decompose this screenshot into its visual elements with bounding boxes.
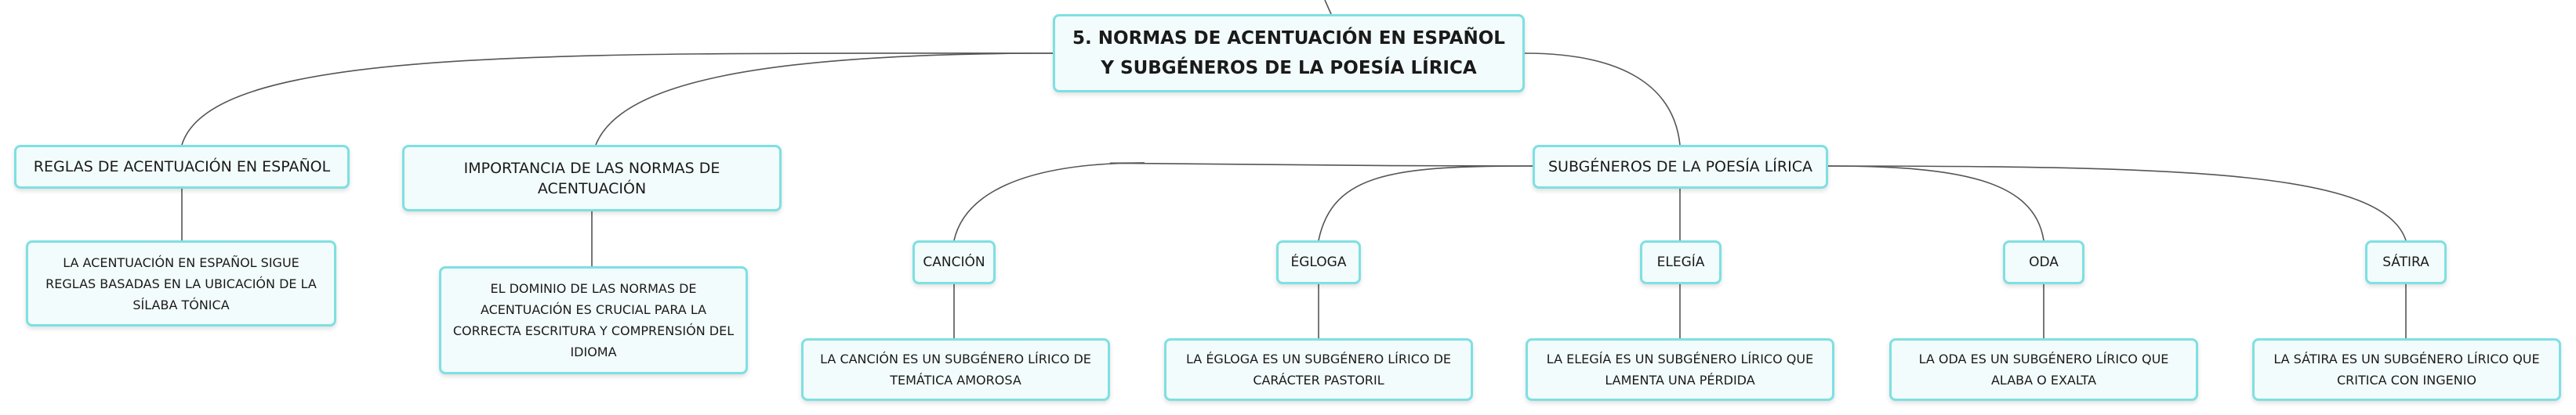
note-text: LA CANCIÓN ES UN SUBGÉNERO LÍRICO DE TEM… (820, 352, 1091, 388)
subtopic-label: CANCIÓN (923, 254, 985, 270)
subtopic-oda[interactable]: ODA (2003, 240, 2084, 284)
connector-root-reglas (181, 52, 1054, 146)
note-reglas-acentuacion[interactable]: LA ACENTUACIÓN EN ESPAÑOL SIGUE REGLAS B… (26, 240, 336, 327)
topic-label: SUBGÉNEROS DE LA POESÍA LÍRICA (1548, 158, 1812, 175)
subtopic-label: ODA (2029, 254, 2059, 270)
topic-label: IMPORTANCIA DE LAS NORMAS DE ACENTUACIÓN (463, 159, 720, 197)
subtopic-egloga[interactable]: ÉGLOGA (1276, 240, 1361, 284)
connector-parent-root (1324, 0, 1332, 15)
note-text: LA ODA ES UN SUBGÉNERO LÍRICO QUE ALABA … (1918, 352, 2169, 388)
connector-root-subgeneros (1524, 52, 1681, 146)
note-importancia-normas[interactable]: EL DOMINIO DE LAS NORMAS DE ACENTUACIÓN … (439, 266, 748, 374)
note-text: EL DOMINIO DE LAS NORMAS DE ACENTUACIÓN … (452, 281, 735, 359)
subtopic-elegia[interactable]: ELEGÍA (1640, 240, 1722, 284)
topic-importancia-normas[interactable]: IMPORTANCIA DE LAS NORMAS DE ACENTUACIÓN (402, 145, 782, 211)
topic-label: REGLAS DE ACENTUACIÓN EN ESPAÑOL (33, 158, 331, 175)
connector-root-importancia (595, 52, 1054, 146)
note-elegia[interactable]: LA ELEGÍA ES UN SUBGÉNERO LÍRICO QUE LAM… (1526, 338, 1834, 401)
note-egloga[interactable]: LA ÉGLOGA ES UN SUBGÉNERO LÍRICO DE CARÁ… (1164, 338, 1473, 401)
note-oda[interactable]: LA ODA ES UN SUBGÉNERO LÍRICO QUE ALABA … (1889, 338, 2198, 401)
note-satira[interactable]: LA SÁTIRA ES UN SUBGÉNERO LÍRICO QUE CRI… (2252, 338, 2561, 401)
subtopic-label: ELEGÍA (1656, 254, 1705, 270)
note-text: LA ACENTUACIÓN EN ESPAÑOL SIGUE REGLAS B… (45, 254, 317, 312)
connector-subgeneros-oda (1827, 165, 2044, 241)
connector-subgeneros-cancion (953, 162, 1533, 241)
root-node[interactable]: 5. NORMAS DE ACENTUACIÓN EN ESPAÑOL Y SU… (1053, 14, 1525, 92)
note-text: LA SÁTIRA ES UN SUBGÉNERO LÍRICO QUE CRI… (2273, 352, 2540, 388)
topic-subgeneros-poesia-lirica[interactable]: SUBGÉNEROS DE LA POESÍA LÍRICA (1533, 145, 1828, 189)
connector-subgeneros-satira (1827, 165, 2407, 241)
root-label: 5. NORMAS DE ACENTUACIÓN EN ESPAÑOL Y SU… (1072, 28, 1505, 78)
note-text: LA ÉGLOGA ES UN SUBGÉNERO LÍRICO DE CARÁ… (1186, 352, 1451, 388)
connector-subgeneros-egloga (1318, 165, 1533, 241)
topic-reglas-acentuacion[interactable]: REGLAS DE ACENTUACIÓN EN ESPAÑOL (14, 145, 350, 189)
note-text: LA ELEGÍA ES UN SUBGÉNERO LÍRICO QUE LAM… (1546, 352, 1814, 388)
subtopic-label: SÁTIRA (2382, 254, 2429, 270)
subtopic-cancion[interactable]: CANCIÓN (912, 240, 996, 284)
subtopic-label: ÉGLOGA (1290, 254, 1347, 270)
note-cancion[interactable]: LA CANCIÓN ES UN SUBGÉNERO LÍRICO DE TEM… (801, 338, 1110, 401)
subtopic-satira[interactable]: SÁTIRA (2365, 240, 2447, 284)
